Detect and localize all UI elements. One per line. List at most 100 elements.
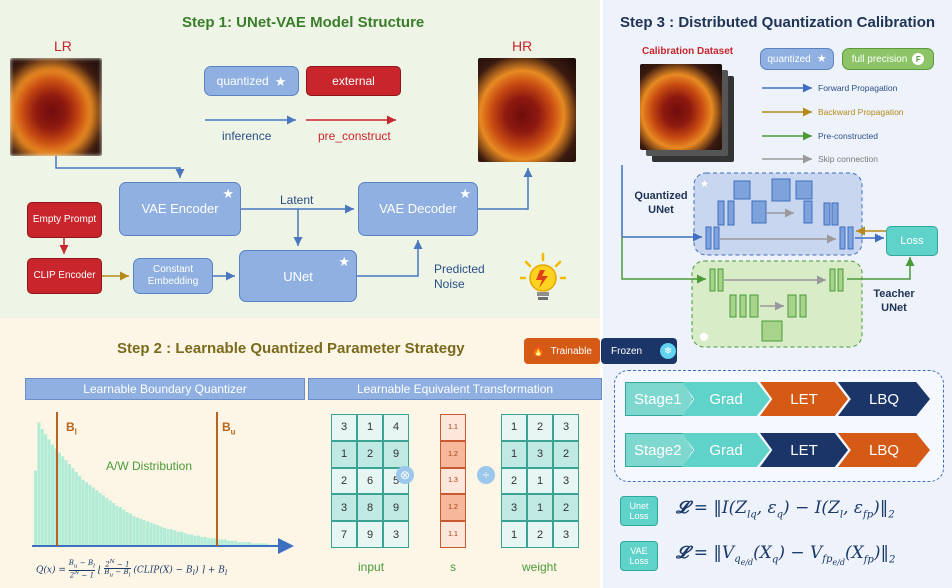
frozen-label: Frozen [611, 345, 643, 357]
vae-loss-formula: 𝓛 = ‖Vqe/d(Xq) − Vfpe/d(Xfp)‖2 [676, 543, 896, 568]
histogram-bar [118, 507, 122, 546]
lightbulb-icon [518, 252, 568, 306]
legend-external: external [306, 66, 401, 96]
unet-label: UNet [283, 268, 313, 284]
multiply-icon: ⊗ [396, 466, 414, 484]
legend-full-precision-label: full precision [851, 53, 908, 65]
input-cell: 7 [331, 521, 357, 548]
stage1-chevron: Stage1 [625, 382, 693, 416]
input-label: input [358, 560, 385, 574]
histogram-bar [173, 530, 177, 546]
histogram-bar [37, 422, 41, 546]
input-cell: 1 [357, 414, 383, 441]
histogram-bar [203, 536, 207, 546]
legend-forward: Forward Propagation [818, 83, 898, 93]
star-icon: ★ [338, 254, 350, 269]
legend-inference: inference [222, 129, 272, 143]
weight-cell: 3 [553, 467, 579, 495]
s-label: s [450, 560, 456, 574]
histogram-bar [129, 513, 133, 546]
histogram-bar [241, 542, 245, 546]
legend-backward: Backward Propagation [818, 107, 904, 117]
histogram-bar [179, 531, 184, 546]
bu-label: Bu [222, 420, 236, 437]
vae-encoder-box: VAE Encoder ★ [119, 182, 241, 236]
histogram-bar [146, 521, 150, 546]
histogram-bar [135, 517, 139, 546]
vae-loss-badge: VAE Loss [620, 541, 658, 571]
weight-cell: 3 [553, 521, 579, 548]
s-cell: 1.1 [440, 414, 466, 441]
step3-legend-arrows [762, 83, 812, 164]
histogram-bar [152, 523, 156, 546]
legend-quantized-3-label: quantized [767, 53, 811, 65]
s-cell: 1.3 [440, 467, 466, 495]
divide-icon: ÷ [477, 466, 495, 484]
histogram-bar [112, 503, 116, 546]
input-cell: 6 [357, 467, 383, 495]
histogram-bar [230, 540, 234, 546]
constant-embedding-box: Constant Embedding [133, 258, 213, 294]
legend-skip: Skip connection [818, 154, 879, 164]
unet-box: UNet ★ [239, 250, 357, 302]
histogram-bar [224, 539, 228, 546]
histogram-bar [40, 429, 44, 546]
histogram-bar [244, 542, 248, 546]
step1-arrows [55, 115, 533, 281]
histogram-bar [57, 452, 61, 546]
panel-divider [600, 0, 603, 588]
weight-cell: 1 [501, 414, 527, 441]
input-cell: 2 [357, 440, 383, 468]
weight-cell: 3 [553, 414, 579, 441]
clip-encoder-box: CLIP Encoder [27, 258, 102, 294]
histogram-bar [61, 456, 65, 546]
weight-cell: 1 [527, 494, 553, 522]
legend-full-precision: full precision F [842, 48, 934, 70]
histogram-bar [251, 543, 255, 546]
hr-image [478, 58, 576, 162]
histogram-bar [159, 526, 163, 546]
star-icon: ★ [459, 186, 471, 201]
input-cell: 9 [383, 440, 409, 468]
weight-cell: 2 [553, 494, 579, 522]
input-cell: 3 [331, 414, 357, 441]
histogram-bar [122, 509, 126, 546]
step2-title: Step 2 : Learnable Quantized Parameter S… [117, 340, 465, 357]
legend-quantized-label: quantized [216, 74, 269, 88]
s-cell: 1.2 [440, 440, 466, 468]
quantized-unet-label: Quantized UNet [634, 190, 688, 216]
histogram-bar [247, 542, 251, 546]
histogram-bar [193, 535, 197, 546]
vae-encoder-label: VAE Encoder [141, 201, 219, 217]
hr-label: HR [512, 38, 533, 54]
histogram-bar [132, 516, 136, 546]
trainable-badge: 🔥 Trainable [524, 338, 600, 364]
snowflake-icon: ❄ [660, 343, 677, 359]
histogram-bar [210, 538, 214, 546]
histogram-bar [105, 497, 109, 546]
histogram-bar [74, 471, 78, 546]
histogram-bar [108, 500, 112, 546]
histogram-bar [207, 538, 211, 546]
bl-label: Bl [66, 420, 77, 437]
input-cell: 3 [331, 494, 357, 522]
stage2-chevron: Stage2 [625, 433, 693, 467]
histogram-bar [166, 529, 170, 546]
histogram-bar [142, 520, 146, 546]
weight-cell: 1 [501, 521, 527, 548]
weight-cell: 2 [527, 414, 553, 441]
histogram-bar [237, 542, 241, 546]
histogram-bar [88, 484, 92, 546]
let-header: Learnable Equivalent Transformation [308, 378, 602, 400]
latent-label: Latent [280, 193, 314, 207]
unet-loss-formula: 𝓛 = ‖I(Zlq, εq) − I(Zl, εfp)‖2 [676, 498, 895, 521]
calibration-unet-diagram: ★ [621, 165, 915, 348]
histogram-bar [213, 538, 218, 546]
histogram-bar [64, 460, 68, 546]
weight-cell: 3 [501, 494, 527, 522]
legend-preconstructed: Pre-constructed [818, 131, 878, 141]
trainable-label: Trainable [550, 345, 592, 357]
